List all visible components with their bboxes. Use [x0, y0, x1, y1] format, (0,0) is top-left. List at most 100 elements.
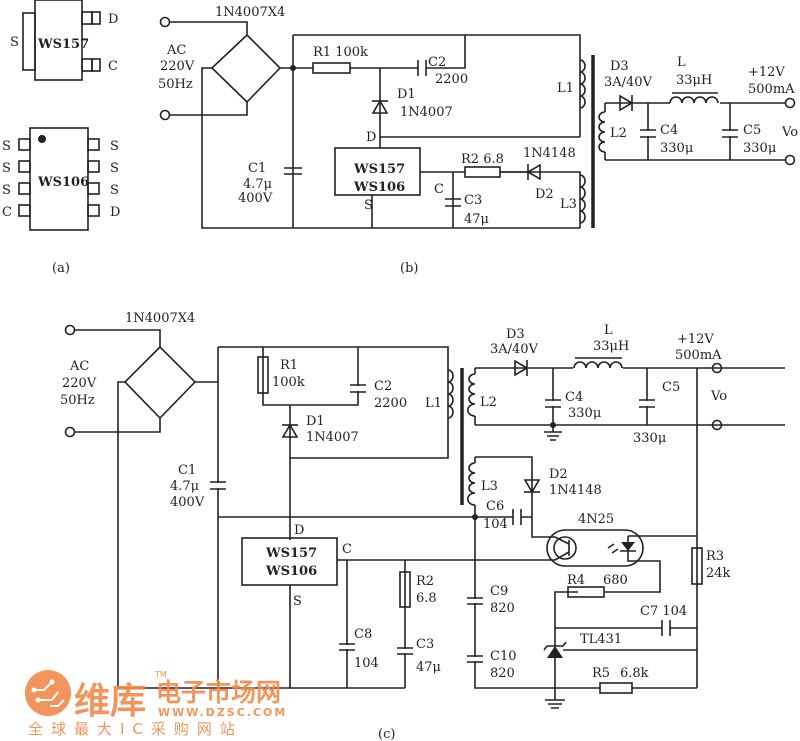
label-c10-val: 820	[490, 666, 515, 681]
label-ic: WS106	[353, 180, 405, 195]
label-r2: R2	[416, 574, 434, 589]
label-r2: R2 6.8	[461, 152, 504, 167]
label-d2: D2	[549, 467, 568, 482]
pin-label: C	[108, 59, 118, 74]
label-d1-val: 1N4007	[306, 430, 359, 445]
label-l3: L3	[481, 479, 498, 494]
label-c2: C2	[374, 379, 392, 394]
ws106-package: S S S C S S S D WS106	[2, 127, 120, 231]
label-c6-val: 104	[483, 517, 508, 532]
label-d1-val: 1N4007	[400, 105, 453, 120]
pin-label: S	[2, 161, 11, 176]
label-ac: 220V	[62, 376, 97, 391]
caption-a: (a)	[52, 261, 70, 276]
label-d: D	[366, 130, 376, 145]
label-l-val: 33μH	[593, 339, 629, 354]
pin-label: S	[110, 139, 119, 154]
label-c8: C8	[354, 627, 372, 642]
pin-label: S	[110, 161, 119, 176]
label-d3-val: 3A/40V	[490, 342, 539, 357]
label-c1: 400V	[170, 495, 205, 510]
label-c3: C3	[416, 637, 434, 652]
label-d2-val: 1N4148	[549, 483, 602, 498]
label-c2-val: 2200	[435, 72, 468, 87]
label-r5-val: 6.8k	[620, 666, 649, 681]
label-c1: 4.7μ	[243, 177, 272, 192]
label-r4-val: 680	[603, 573, 628, 588]
label-c3-val: 47μ	[464, 212, 489, 227]
watermark-tm: TM	[154, 670, 167, 679]
label-ac: 220V	[160, 59, 195, 74]
label-r4: R4	[567, 573, 585, 588]
watermark-brand: 维库	[74, 681, 146, 722]
label-r1-val: 100k	[272, 375, 305, 390]
label-l2: L2	[480, 395, 497, 410]
label-l1: L1	[557, 81, 574, 96]
chip-label: WS157	[37, 37, 89, 52]
label-c10: C10	[490, 649, 517, 664]
label-out-v: +12V	[748, 65, 785, 80]
label-c: C	[342, 542, 352, 557]
label-l3: L3	[560, 197, 577, 212]
label-c1: C1	[248, 161, 266, 176]
label-vo: Vo	[781, 125, 798, 140]
pin-label: S	[2, 183, 11, 198]
caption-c: (c)	[378, 727, 395, 741]
label-r3-val: 24k	[706, 566, 731, 581]
label-bridge: 1N4007X4	[215, 5, 285, 20]
chip-label: WS106	[37, 175, 89, 190]
label-d3: D3	[506, 327, 525, 342]
label-ic: WS157	[265, 546, 317, 561]
schematic-b: 1N4007X4 AC 220V 50Hz R1 100k C2 2200 D1…	[158, 5, 798, 276]
label-opto: 4N25	[578, 512, 614, 527]
label-l: L	[604, 323, 613, 338]
watermark-slogan: 全球最大IC采购网站	[28, 720, 243, 738]
label-r1: R1 100k	[313, 45, 368, 60]
label-c4: C4	[660, 123, 678, 138]
label-r3: R3	[706, 549, 724, 564]
label-ac: 50Hz	[158, 77, 193, 92]
label-l2: L2	[610, 126, 627, 141]
label-d: D	[294, 523, 304, 538]
pin-label: S	[10, 35, 19, 50]
label-c5: C5	[743, 123, 761, 138]
label-c4: C4	[565, 390, 583, 405]
label-out-i: 500mA	[675, 348, 722, 363]
label-d1: D1	[306, 414, 325, 429]
label-ic: WS106	[265, 564, 317, 579]
ground-icon	[545, 699, 565, 709]
label-tl431: TL431	[580, 632, 622, 647]
label-l-val: 33μH	[676, 73, 712, 88]
label-r5: R5	[592, 666, 610, 681]
label-s: S	[293, 594, 302, 609]
label-d2: D2	[535, 187, 554, 202]
watermark-site: 电子市场网	[156, 678, 281, 707]
label-c5-val: 330μ	[743, 141, 776, 156]
label-c9: C9	[490, 584, 508, 599]
pin-label: C	[2, 205, 12, 220]
label-c3-val: 47μ	[416, 660, 441, 675]
label-c1: 400V	[238, 191, 273, 206]
label-c4-val: 330μ	[568, 406, 601, 421]
label-c5-val: 330μ	[633, 431, 666, 446]
label-r1: R1	[280, 358, 298, 373]
label-c3: C3	[464, 193, 482, 208]
watermark-url: WWW.DZSC.COM	[158, 706, 287, 719]
label-r2-val: 6.8	[416, 591, 437, 606]
label-d3-val: 3A/40V	[604, 75, 653, 90]
ws157-package: S WS157 D C	[10, 0, 118, 81]
label-d3: D3	[610, 59, 629, 74]
label-c4-val: 330μ	[660, 141, 693, 156]
label-c1: C1	[178, 463, 196, 478]
label-c: C	[434, 182, 444, 197]
pin-label: S	[2, 139, 11, 154]
label-c8-val: 104	[354, 656, 379, 671]
label-out-i: 500mA	[748, 82, 795, 97]
label-d2-val: 1N4148	[523, 146, 576, 161]
pin-label: S	[110, 183, 119, 198]
label-c9-val: 820	[490, 601, 515, 616]
caption-b: (b)	[400, 261, 418, 276]
label-c5: C5	[662, 380, 680, 395]
label-bridge: 1N4007X4	[125, 311, 195, 326]
